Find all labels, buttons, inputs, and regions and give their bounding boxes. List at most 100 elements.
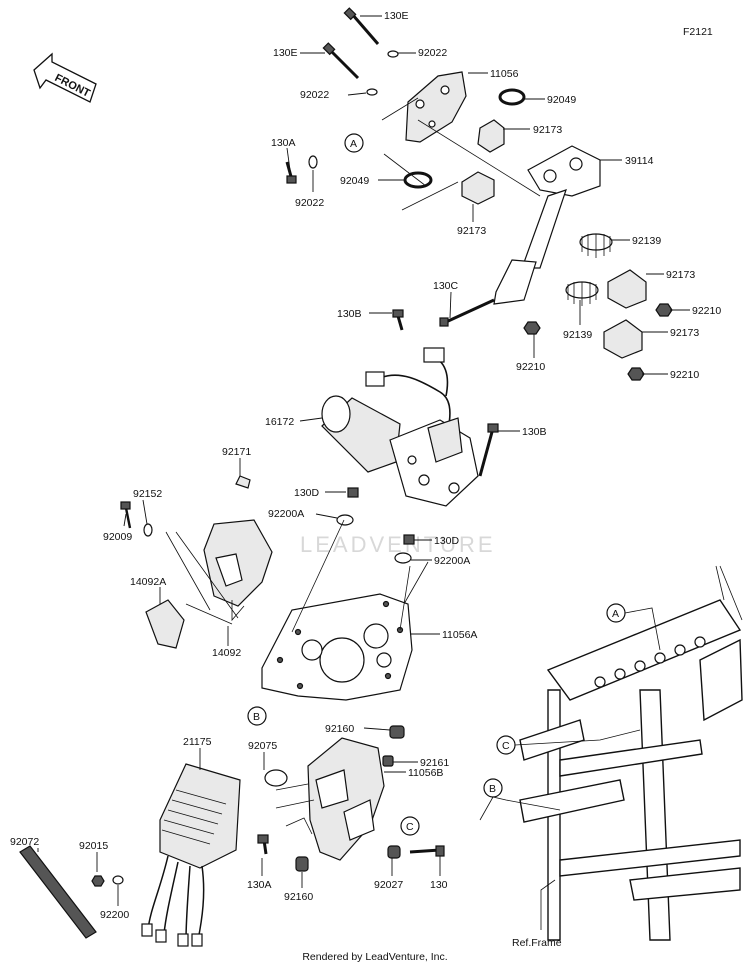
svg-text:B: B [253, 711, 260, 723]
label-130c: 130C [433, 280, 459, 292]
collar-92027 [387, 845, 401, 859]
cap-92075 [264, 769, 288, 787]
watermark-text: LEADVENTURE [300, 532, 496, 557]
label-92173-a: 92173 [533, 124, 562, 136]
label-14092a: 14092A [130, 576, 166, 588]
footer-credit: Rendered by LeadVenture, Inc. [302, 951, 448, 963]
svg-text:A: A [612, 608, 619, 620]
cover-14092a [145, 599, 185, 649]
label-92022-a: 92022 [418, 47, 447, 59]
callout-b-frame: B [483, 778, 503, 798]
label-92022-b: 92022 [300, 89, 329, 101]
label-130: 130 [430, 879, 448, 891]
label-92210-b: 92210 [516, 361, 545, 373]
label-92139-b: 92139 [563, 329, 592, 341]
bolt-130d-a [347, 487, 359, 498]
label-14092: 14092 [212, 647, 241, 659]
connector-a [423, 347, 445, 363]
label-130e-a: 130E [384, 10, 409, 22]
grommet-92161 [382, 755, 394, 767]
svg-text:A: A [350, 138, 357, 150]
clip-92171 [235, 475, 251, 489]
label-16172: 16172 [265, 416, 294, 428]
label-92173-c: 92173 [666, 269, 695, 281]
nut-92210-a [655, 303, 673, 317]
label-39114: 39114 [625, 155, 654, 167]
label-130d-b: 130D [434, 535, 460, 547]
bushing-92139-a [579, 233, 613, 258]
bolt-130e-top [343, 7, 380, 45]
clamp-92173-b [461, 171, 495, 205]
power-steering-unit-16172 [321, 347, 479, 507]
clamp-92173-a [477, 119, 505, 153]
label-92152: 92152 [133, 488, 162, 500]
vehicle-frame [519, 565, 743, 941]
bolt-130e-second [322, 42, 360, 80]
washer-92200 [112, 875, 124, 885]
bolt-130d-b [403, 534, 415, 545]
control-unit-21175 [141, 763, 241, 947]
strap-92072 [19, 845, 97, 939]
label-92210-c: 92210 [670, 369, 699, 381]
label-92171: 92171 [222, 446, 251, 458]
ref-frame-label: Ref.Frame [512, 937, 562, 949]
svg-text:C: C [502, 740, 510, 752]
callout-c-frame: C [496, 735, 516, 755]
washer-92200a-a [336, 514, 354, 526]
label-92072: 92072 [10, 836, 39, 848]
label-11056a: 11056A [442, 629, 477, 641]
callout-a-frame: A [606, 603, 626, 623]
label-130e-b: 130E [273, 47, 298, 59]
clamp-92173-c [607, 269, 647, 309]
washer-92022-b [366, 88, 378, 96]
clamp-92173-d [603, 319, 643, 359]
steering-shaft-39114 [417, 119, 601, 305]
label-130a-a: 130A [271, 137, 296, 149]
cover-14092 [203, 519, 273, 622]
bolt-130a-top [285, 161, 297, 184]
nut-92015 [91, 875, 105, 887]
callout-c-lower: C [400, 816, 420, 836]
label-11056: 11056 [490, 68, 519, 80]
label-92009: 92009 [103, 531, 132, 543]
label-92160-b: 92160 [284, 891, 313, 903]
callout-a-top: A [344, 133, 364, 153]
connector-b [365, 371, 385, 387]
label-92210-a: 92210 [692, 305, 721, 317]
mounting-plate-11056a [261, 519, 429, 701]
grommet-92160-b [295, 856, 309, 872]
label-130a-b: 130A [247, 879, 272, 891]
svg-text:C: C [406, 821, 414, 833]
front-arrow-icon: FRONT [33, 52, 97, 103]
nut-92210-c [627, 367, 645, 381]
bolt-130a-lower [257, 834, 269, 855]
o-ring-92049-a [498, 88, 526, 106]
label-92173-d: 92173 [670, 327, 699, 339]
washer-92022-c [308, 155, 318, 169]
label-92160-a: 92160 [325, 723, 354, 735]
bolt-130b-top [392, 309, 404, 331]
bracket-11056 [405, 71, 467, 143]
steering-column-group: A [285, 7, 673, 381]
washer-92022-a [387, 50, 399, 58]
screw-92009 [120, 501, 132, 529]
bolt-130b-right [478, 423, 499, 477]
bolt-130-lower [409, 845, 445, 857]
label-11056b: 11056B [408, 767, 443, 779]
label-92200a-b: 92200A [434, 555, 470, 567]
label-92015: 92015 [79, 840, 108, 852]
nut-92210-b [523, 321, 541, 335]
svg-text:B: B [489, 783, 496, 795]
bolt-130c [439, 298, 495, 327]
label-92200a-a: 92200A [268, 508, 304, 520]
bushing-92139-b [565, 281, 599, 306]
grommet-92160-a [389, 725, 405, 739]
label-92173-b: 92173 [457, 225, 486, 237]
label-92027: 92027 [374, 879, 403, 891]
label-92200: 92200 [100, 909, 129, 921]
label-92049-b: 92049 [340, 175, 369, 187]
label-92075: 92075 [248, 740, 277, 752]
label-92161: 92161 [420, 757, 449, 769]
label-92022-c: 92022 [295, 197, 324, 209]
